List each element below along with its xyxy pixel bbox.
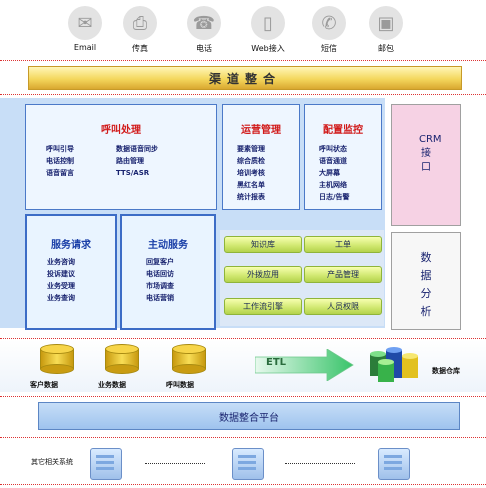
list-item: 黑红名单 (237, 181, 265, 189)
call-database-icon (172, 344, 206, 374)
call-data-label: 呼叫数据 (166, 381, 194, 389)
active-service-title: 主动服务 (148, 240, 188, 251)
channel-label: 电话 (196, 44, 212, 53)
list-item: 综合质检 (237, 157, 265, 165)
crm-interface-label: CRM接口 (419, 134, 442, 173)
customer-database-icon (40, 344, 74, 374)
business-database-icon (105, 344, 139, 374)
customer-data-label: 客户数据 (30, 381, 58, 389)
list-item: 日志/告警 (319, 193, 350, 201)
list-item: 电话回访 (146, 270, 174, 278)
operations-list: 要素管理 综合质检 培训考核 黑红名单 统计报表 (237, 143, 265, 203)
list-item: 语音通道 (319, 157, 347, 165)
channel-fax: ⎙ 传真 (120, 6, 160, 54)
personnel-permissions-button: 人员权限 (304, 298, 382, 315)
list-item: 电话控制 (46, 157, 74, 165)
list-item: 投诉建议 (47, 270, 75, 278)
etl-label: ETL (266, 357, 287, 368)
operations-panel: 运营管理 要素管理 综合质检 培训考核 黑红名单 统计报表 (222, 104, 300, 210)
list-item: 业务受理 (47, 282, 75, 290)
list-item: 培训考核 (237, 169, 265, 177)
channel-parcel: ▣ 邮包 (366, 6, 406, 54)
list-item: 业务查询 (47, 294, 75, 302)
list-item: 大屏幕 (319, 169, 340, 177)
data-analysis-panel: 数据分析 (391, 232, 461, 330)
server-icon (232, 448, 264, 480)
list-item: 呼叫状态 (319, 145, 347, 153)
list-item: 呼叫引导 (46, 145, 74, 153)
telephone-icon: ☎ (187, 6, 221, 40)
channel-telephone: ☎ 电话 (184, 6, 224, 54)
separator-line (0, 338, 486, 339)
config-monitor-list: 呼叫状态 语音通道 大屏幕 主机网络 日志/告警 (319, 143, 350, 203)
connector-dots (285, 463, 355, 464)
outbound-app-button: 外拨应用 (224, 266, 302, 283)
work-order-button: 工单 (304, 236, 382, 253)
data-analysis-label: 数据分析 (420, 251, 432, 318)
active-service-panel: 主动服务 回复客户 电话回访 市场调查 电话营销 (120, 214, 216, 330)
config-monitor-panel: 配置监控 呼叫状态 语音通道 大屏幕 主机网络 日志/告警 (304, 104, 382, 210)
workflow-engine-button: 工作流引擎 (224, 298, 302, 315)
fax-icon: ⎙ (123, 6, 157, 40)
call-processing-right-list: 数据语音同步 路由管理 TTS/ASR (116, 143, 158, 179)
separator-line (0, 484, 486, 485)
service-request-title: 服务请求 (51, 240, 91, 251)
etl-arrow-icon (255, 349, 354, 381)
channel-label: Email (73, 43, 97, 52)
list-item: 统计报表 (237, 193, 265, 201)
list-item: 路由管理 (116, 157, 144, 165)
call-processing-panel: 呼叫处理 呼叫引导 电话控制 语音留言 数据语音同步 路由管理 TTS/ASR (25, 104, 217, 210)
server-icon (378, 448, 410, 480)
call-processing-title: 呼叫处理 (101, 125, 141, 136)
separator-line (0, 94, 486, 95)
channel-integration-bar: 渠道整合 (28, 66, 462, 90)
active-service-list: 回复客户 电话回访 市场调查 电话营销 (146, 256, 174, 304)
channel-email: ✉ Email (65, 6, 105, 52)
operations-title: 运营管理 (241, 125, 281, 136)
server-icon (90, 448, 122, 480)
list-item: 数据语音同步 (116, 145, 158, 153)
list-item: 语音留言 (46, 169, 74, 177)
product-management-button: 产品管理 (304, 266, 382, 283)
separator-line (0, 437, 486, 438)
channel-sms: ✆ 短信 (309, 6, 349, 54)
call-processing-left-list: 呼叫引导 电话控制 语音留言 (46, 143, 74, 179)
list-item: 电话营销 (146, 294, 174, 302)
channel-label: 短信 (321, 44, 337, 53)
data-integration-platform-bar: 数据整合平台 (38, 402, 460, 430)
knowledge-base-button: 知识库 (224, 236, 302, 253)
crm-interface-panel: CRM接口 (391, 104, 461, 226)
list-item: TTS/ASR (116, 169, 150, 177)
data-warehouse-icon (370, 347, 418, 382)
list-item: 要素管理 (237, 145, 265, 153)
separator-line (0, 60, 486, 61)
separator-line (0, 396, 486, 397)
service-request-list: 业务咨询 投诉建议 业务受理 业务查询 (47, 256, 75, 304)
data-warehouse-label: 数据仓库 (432, 367, 460, 375)
list-item: 业务咨询 (47, 258, 75, 266)
list-item: 回复客户 (146, 258, 174, 266)
parcel-icon: ▣ (369, 6, 403, 40)
sms-icon: ✆ (312, 6, 346, 40)
channel-web: ▯ Web接入 (248, 6, 288, 54)
business-data-label: 业务数据 (98, 381, 126, 389)
list-item: 市场调查 (146, 282, 174, 290)
other-systems-label: 其它相关系统 (31, 458, 73, 466)
service-request-panel: 服务请求 业务咨询 投诉建议 业务受理 业务查询 (25, 214, 117, 330)
channel-label: 传真 (132, 44, 148, 53)
list-item: 主机网络 (319, 181, 347, 189)
channel-label: 邮包 (378, 44, 394, 53)
connector-dots (145, 463, 205, 464)
config-monitor-title: 配置监控 (323, 125, 363, 136)
email-icon: ✉ (68, 6, 102, 40)
mobile-icon: ▯ (251, 6, 285, 40)
channel-label: Web接入 (251, 44, 285, 53)
